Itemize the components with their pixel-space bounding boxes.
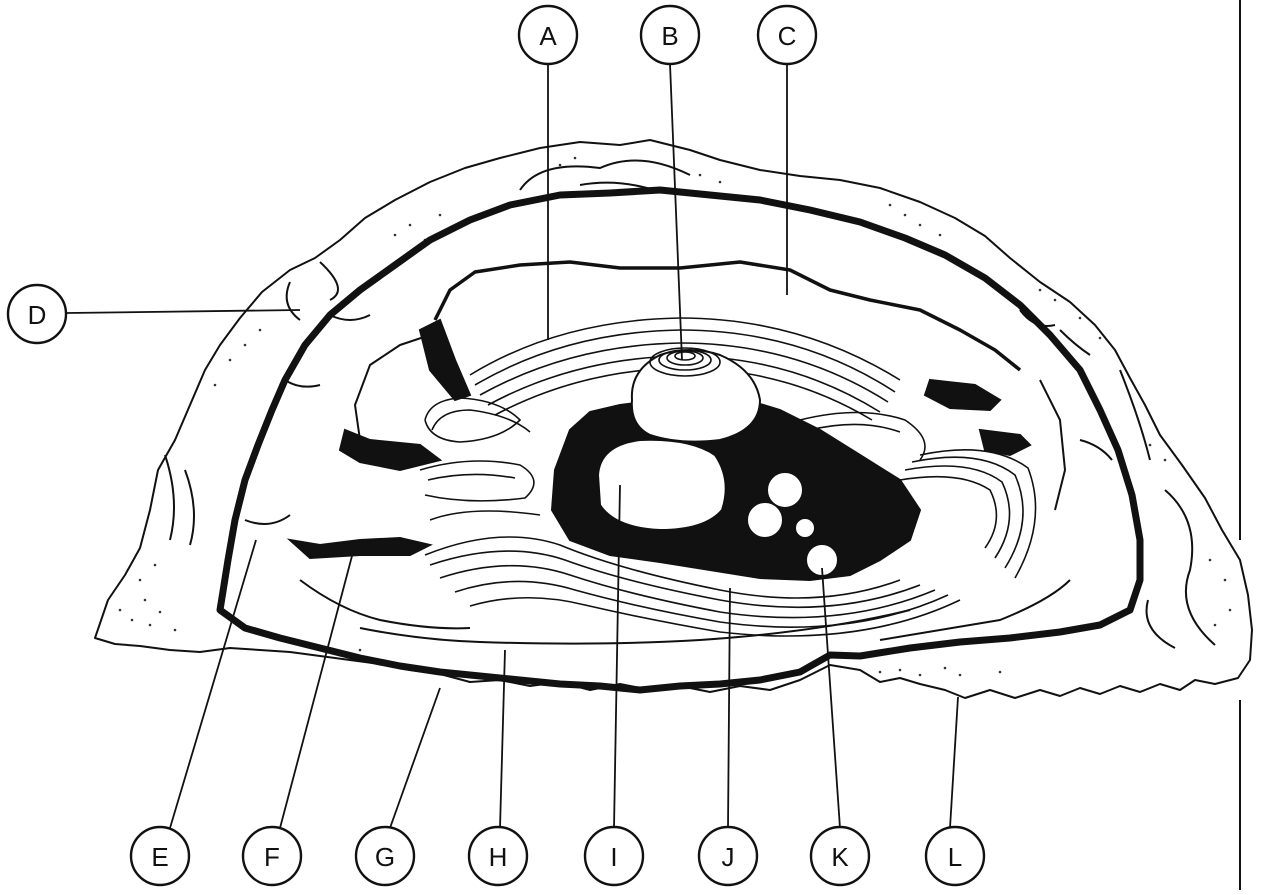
callout-f: F [243, 827, 301, 885]
callout-g: G [356, 827, 414, 885]
leader-e [170, 540, 256, 828]
organ-i [598, 440, 726, 530]
leader-b [670, 64, 682, 360]
leader-j [728, 588, 730, 828]
label-f: F [264, 842, 280, 872]
label-g: G [375, 842, 395, 872]
callout-b: B [641, 6, 699, 64]
label-c: C [778, 21, 797, 51]
callout-h: H [469, 827, 527, 885]
leader-f [280, 556, 352, 828]
lower-lips [300, 580, 1070, 644]
label-l: L [948, 842, 962, 872]
leader-l [950, 697, 958, 828]
callout-l: L [926, 827, 984, 885]
callout-e: E [131, 827, 189, 885]
callout-k: K [811, 827, 869, 885]
callout-d: D [8, 285, 66, 343]
label-i: I [610, 842, 617, 872]
label-j: J [722, 842, 735, 872]
label-d: D [28, 300, 47, 330]
callout-c: C [758, 6, 816, 64]
label-a: A [539, 21, 557, 51]
leader-k [822, 568, 840, 828]
label-h: H [489, 842, 508, 872]
callout-j: J [699, 827, 757, 885]
organ-b [632, 348, 760, 442]
label-b: B [661, 21, 678, 51]
callout-a: A [519, 6, 577, 64]
label-k: K [831, 842, 849, 872]
label-e: E [151, 842, 168, 872]
callout-i: I [585, 827, 643, 885]
leader-g [390, 688, 440, 828]
leader-d [67, 310, 300, 313]
